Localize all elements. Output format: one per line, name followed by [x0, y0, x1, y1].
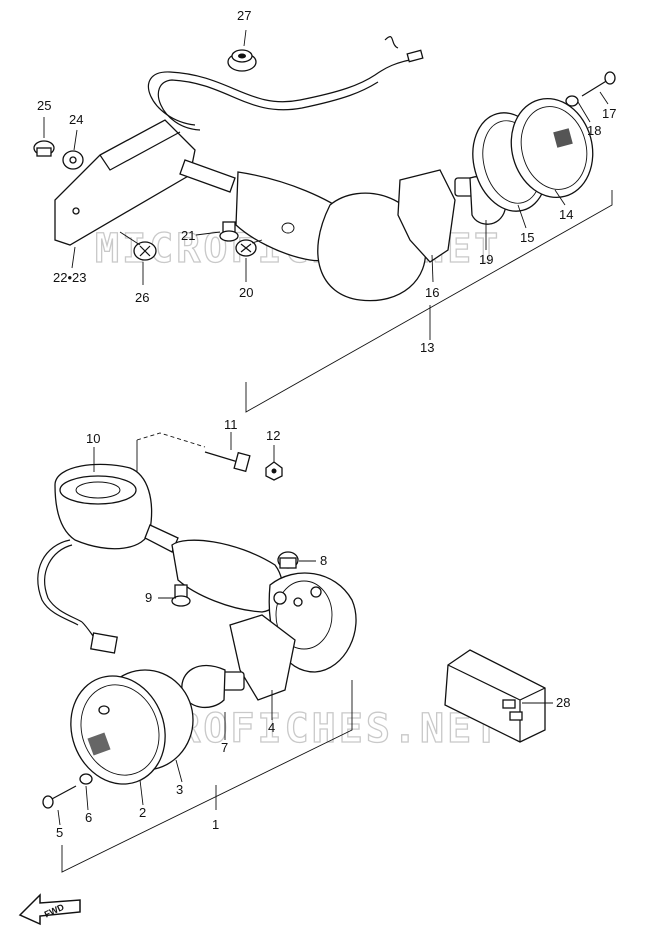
- socket-4: [229, 614, 296, 701]
- label-12: 12: [266, 428, 280, 443]
- label-21: 21: [181, 228, 195, 243]
- screw-17: [581, 71, 616, 97]
- washer-24: [62, 150, 84, 170]
- label-13: 13: [420, 340, 434, 355]
- screw-5: [42, 785, 77, 809]
- label-24: 24: [69, 112, 83, 127]
- clamp-10: [54, 463, 153, 550]
- label-17: 17: [602, 106, 616, 121]
- label-3: 3: [176, 782, 183, 797]
- label-19: 19: [479, 252, 493, 267]
- bulb-7: [181, 664, 245, 709]
- label-26: 26: [135, 290, 149, 305]
- leaders-upper: [43, 29, 609, 285]
- washer-6: [79, 773, 93, 785]
- screw-21: [219, 221, 239, 242]
- wire-upper: [148, 57, 421, 126]
- label-1: 1: [212, 817, 219, 832]
- signal-housing-upper: [179, 159, 427, 302]
- bracket-13: [245, 190, 613, 413]
- label-8: 8: [320, 553, 327, 568]
- wire-lower: [37, 539, 79, 626]
- bracket-1: [61, 680, 353, 873]
- screw-26: [119, 231, 157, 261]
- grommet-27: [227, 49, 257, 72]
- label-7: 7: [221, 740, 228, 755]
- lens-2: [70, 675, 166, 785]
- label-2: 2: [139, 805, 146, 820]
- label-28: 28: [556, 695, 570, 710]
- fwd-arrow-icon: FWD: [18, 893, 81, 926]
- label-10: 10: [86, 431, 100, 446]
- label-18: 18: [587, 123, 601, 138]
- connector-lower: [90, 632, 118, 654]
- label-16: 16: [425, 285, 439, 300]
- signal-housing-lower: [144, 524, 283, 613]
- bolt-11: [204, 451, 251, 473]
- label-6: 6: [85, 810, 92, 825]
- label-15: 15: [520, 230, 534, 245]
- screw-9: [171, 584, 191, 607]
- label-27: 27: [237, 8, 251, 23]
- rim-14: [510, 97, 594, 199]
- label-11: 11: [224, 417, 238, 432]
- part-labels: 27 25 24 22•23 26 21 20 16 19 15 14 18 1…: [37, 8, 616, 840]
- label-5: 5: [56, 825, 63, 840]
- label-22-23: 22•23: [53, 270, 86, 285]
- connector-upper: [406, 49, 424, 63]
- screw-20: [235, 239, 263, 257]
- bolt-8: [277, 551, 299, 569]
- socket-16: [397, 169, 456, 263]
- leaders-lower: [57, 432, 553, 826]
- bolt-25: [33, 140, 55, 157]
- label-20: 20: [239, 285, 253, 300]
- label-25: 25: [37, 98, 51, 113]
- label-9: 9: [145, 590, 152, 605]
- label-14: 14: [559, 207, 573, 222]
- label-4: 4: [268, 720, 275, 735]
- relay-28: [444, 649, 546, 743]
- mount-bracket-22-23: [54, 119, 196, 246]
- pointer-10-11: [136, 432, 206, 448]
- washer-18: [565, 95, 579, 107]
- nut-12: [265, 461, 283, 481]
